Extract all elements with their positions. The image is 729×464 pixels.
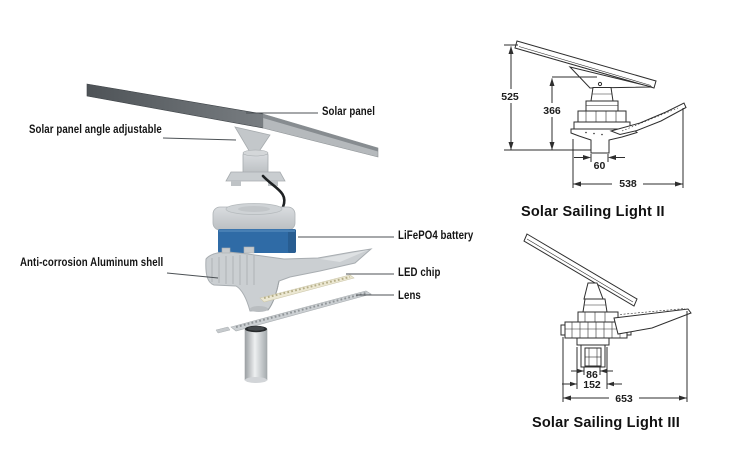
drawing2-title: Solar Sailing Light II — [521, 204, 665, 220]
battery-block — [218, 229, 296, 253]
aluminum-shell-graphic — [205, 246, 373, 312]
exploded-view-illustration — [86, 83, 394, 383]
dim-total-width: 538 — [619, 178, 637, 190]
panel-mount-bracket — [225, 126, 286, 186]
dim-total-height: 525 — [501, 91, 519, 103]
lens-strip — [215, 290, 372, 334]
solar-panel-graphic — [86, 83, 379, 158]
connection-cable — [261, 174, 286, 209]
light2-dimensions: 525 366 60 538 — [496, 44, 684, 191]
dim-total-width-3: 653 — [615, 393, 633, 405]
light3-outline — [523, 233, 692, 368]
drawing-light-2: 525 366 60 538 — [496, 40, 687, 191]
dim-neck-width-3: 86 — [586, 369, 598, 381]
light2-outline — [514, 40, 687, 154]
dim-body-height: 366 — [543, 105, 561, 117]
leader-lines — [162, 112, 394, 296]
dim-base-width-3: 152 — [583, 379, 601, 391]
dim-neck-width: 60 — [594, 160, 606, 172]
label-battery: LiFePO4 battery — [398, 230, 474, 242]
drawing-light-3: 86 152 653 — [523, 233, 692, 405]
drawing3-title: Solar Sailing Light III — [532, 415, 680, 431]
led-chip-strip — [259, 274, 355, 303]
label-lens: Lens — [398, 290, 421, 302]
light3-dimensions: 86 152 653 — [562, 311, 688, 405]
mounting-pole — [244, 325, 268, 383]
label-led-chip: LED chip — [398, 267, 441, 279]
label-solar-panel: Solar panel — [322, 106, 375, 118]
battery-compartment-cap — [212, 203, 296, 231]
label-angle-adjustable: Solar panel angle adjustable — [29, 124, 162, 136]
label-aluminum-shell: Anti-corrosion Aluminum shell — [20, 257, 164, 269]
